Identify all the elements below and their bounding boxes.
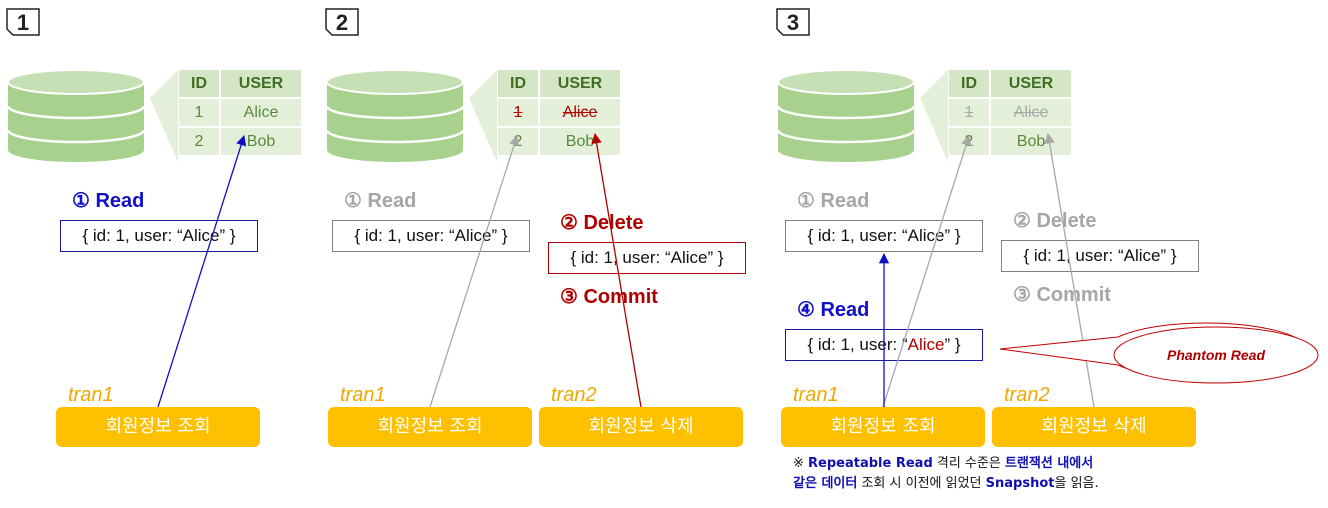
cell-user: Bob <box>991 128 1071 155</box>
commit-step-label: ③ Commit <box>560 286 658 308</box>
transaction-label: tran1 <box>68 384 114 406</box>
step-badge-3: 3 <box>776 8 810 36</box>
phantom-read-callout <box>999 322 1319 384</box>
transaction-label: tran1 <box>340 384 386 406</box>
read-record: { id: 1, user: “Alice” } <box>60 220 258 252</box>
callout-wedge-3 <box>920 70 948 162</box>
transaction-label: tran2 <box>551 384 597 406</box>
note-text: 을 읽음. <box>1054 476 1099 491</box>
note-emphasis: 트랜잭션 내에서 <box>1004 456 1094 471</box>
note-emphasis: 같은 데이터 <box>793 476 858 491</box>
transaction-label: tran2 <box>1004 384 1050 406</box>
column-header-id: ID <box>949 70 989 97</box>
delete-member-button[interactable]: 회원정보 삭제 <box>539 407 743 447</box>
step-badge-frame <box>325 8 359 36</box>
delete-record: { id: 1, user: “Alice” } <box>1001 240 1199 272</box>
step-number: 3 <box>786 10 800 35</box>
read-arrow <box>429 135 520 408</box>
step-badge-frame <box>6 8 40 36</box>
note-text: 격리 수준은 <box>932 456 1005 471</box>
cell-id: 2 <box>179 128 219 155</box>
record-suffix: ” } <box>944 335 961 354</box>
step-badge-frame <box>776 8 810 36</box>
transaction-label: tran1 <box>793 384 839 406</box>
delete-member-button[interactable]: 회원정보 삭제 <box>992 407 1196 447</box>
user-table-3: ID USER 1 Alice 2 Bob <box>947 68 1073 157</box>
delete-step-label: ② Delete <box>560 212 644 234</box>
delete-arrow <box>591 132 642 408</box>
step-badge-1: 1 <box>6 8 40 36</box>
cell-user-deleted: Alice <box>540 99 620 126</box>
query-member-button[interactable]: 회원정보 조회 <box>56 407 260 447</box>
read-arrow <box>157 135 247 408</box>
user-table-2: ID USER 1 Alice 2 Bob <box>496 68 622 157</box>
cell-id-deleted: 1 <box>498 99 538 126</box>
note-line-1: ※ Repeatable Read 격리 수준은 트랜잭션 내에서 <box>793 454 1099 474</box>
column-header-user: USER <box>540 70 620 97</box>
step-number: 2 <box>335 10 349 35</box>
callout-wedge-1 <box>150 70 178 162</box>
database-icon-1 <box>6 69 146 162</box>
cell-user: Alice <box>221 99 301 126</box>
delete-record: { id: 1, user: “Alice” } <box>548 242 746 274</box>
note-emphasis: Snapshot <box>985 476 1055 491</box>
delete-arrow <box>1044 132 1095 408</box>
query-member-button[interactable]: 회원정보 조회 <box>781 407 985 447</box>
note-line-2: 같은 데이터 조회 시 이전에 읽었던 Snapshot을 읽음. <box>793 474 1099 494</box>
query-member-button[interactable]: 회원정보 조회 <box>328 407 532 447</box>
cell-user-deleted: Alice <box>991 99 1071 126</box>
read-record: { id: 1, user: “Alice” } <box>785 220 983 252</box>
cell-user: Bob <box>540 128 620 155</box>
cell-user: Bob <box>221 128 301 155</box>
column-header-user: USER <box>221 70 301 97</box>
step-number: 1 <box>16 10 30 35</box>
cell-id: 1 <box>179 99 219 126</box>
record-user-value: Alice <box>907 335 945 354</box>
read-again-step-label: ④ Read <box>797 299 870 321</box>
database-icon-3 <box>776 69 916 162</box>
note-mark: ※ <box>793 456 809 471</box>
column-header-user: USER <box>991 70 1071 97</box>
record-prefix: { id: 1, user: “ <box>807 335 908 354</box>
step-badge-2: 2 <box>325 8 359 36</box>
column-header-id: ID <box>179 70 219 97</box>
callout-wedge-2 <box>469 70 497 162</box>
cell-id-deleted: 1 <box>949 99 989 126</box>
phantom-read-text: Phantom Read <box>1166 347 1265 363</box>
column-header-id: ID <box>498 70 538 97</box>
note-text: 조회 시 이전에 읽었던 <box>857 476 986 491</box>
note-emphasis: Repeatable Read <box>808 456 933 471</box>
user-table-1: ID USER 1 Alice 2 Bob <box>177 68 303 157</box>
read-arrow <box>882 135 972 408</box>
read-record: { id: 1, user: “Alice” } <box>332 220 530 252</box>
phantom-read-label: Phantom Read <box>1114 327 1318 383</box>
isolation-level-note: ※ Repeatable Read 격리 수준은 트랜잭션 내에서 같은 데이터… <box>793 454 1099 494</box>
database-icon-2 <box>325 69 465 162</box>
read-step-label: ① Read <box>344 190 417 212</box>
commit-step-label: ③ Commit <box>1013 284 1111 306</box>
read-step-label: ① Read <box>72 190 145 212</box>
read-step-label: ① Read <box>797 190 870 212</box>
delete-step-label: ② Delete <box>1013 210 1097 232</box>
